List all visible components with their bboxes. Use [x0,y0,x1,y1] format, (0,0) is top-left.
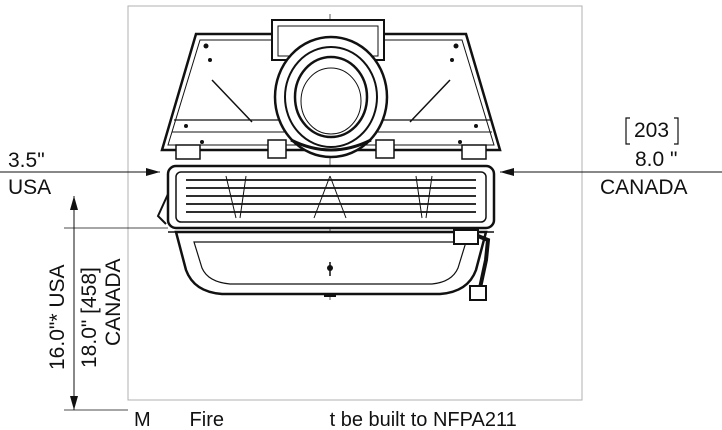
floor-height-canada-region: CANADA [102,258,125,346]
floor-height-usa: 16.0"* USA [46,264,69,370]
left-handle [156,193,169,225]
right-clearance-region: CANADA [600,176,688,199]
left-clearance-value: 3.5" [8,149,45,172]
flue-collar [271,19,389,159]
ash-pan-drawer [174,230,488,297]
right-clearance-metric: 203 [634,119,670,142]
left-clearance-region: USA [8,176,52,199]
floor-height-canada-value: 18.0" [458] [78,267,101,368]
width-clearance-dimension [0,168,722,176]
floor-height-dimension [64,196,168,411]
drawing-frame [127,5,583,401]
installation-note: M Fire t be built to NFPA211 [134,409,517,430]
stove-grille [166,164,496,233]
right-clearance-value: 8.0 " [635,148,678,171]
side-crank-handle [453,229,491,301]
metric-bracket [625,117,679,145]
